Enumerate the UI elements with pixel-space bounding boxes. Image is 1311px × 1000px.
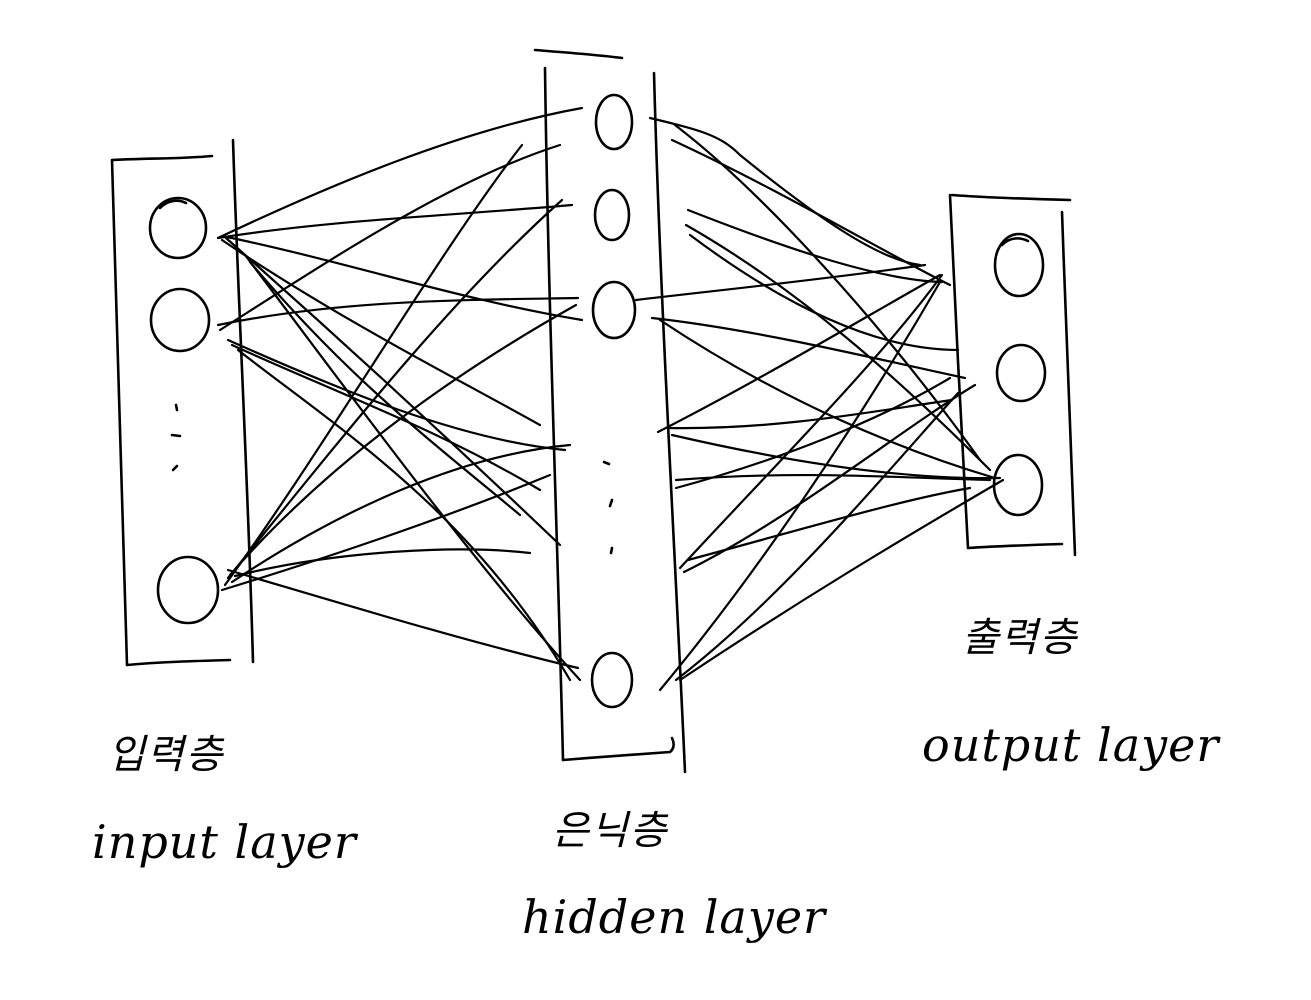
output-layer-box bbox=[948, 193, 1077, 557]
input-hidden-connections bbox=[216, 106, 584, 682]
hidden-output-connections bbox=[634, 116, 1005, 692]
hidden-node bbox=[591, 280, 637, 340]
hidden-layer-english-label: hidden layer bbox=[522, 890, 827, 944]
input-layer-box bbox=[110, 138, 255, 667]
input-layer-english-label: input layer bbox=[92, 815, 357, 869]
input-ellipsis bbox=[170, 403, 182, 472]
hidden-ellipsis bbox=[602, 460, 614, 555]
hidden-node bbox=[593, 188, 631, 242]
input-node bbox=[148, 196, 208, 260]
input-node bbox=[149, 287, 211, 353]
output-node bbox=[992, 453, 1044, 517]
output-layer-english-label: output layer bbox=[922, 718, 1220, 772]
hidden-node bbox=[594, 93, 634, 151]
output-node bbox=[993, 232, 1045, 298]
output-node bbox=[995, 343, 1047, 403]
hidden-node bbox=[590, 651, 634, 709]
input-layer-korean-label: 입력층 bbox=[108, 732, 225, 778]
input-node bbox=[156, 555, 220, 625]
output-layer-korean-label: 출력층 bbox=[962, 615, 1079, 661]
hidden-layer-korean-label: 은닉층 bbox=[552, 808, 669, 854]
